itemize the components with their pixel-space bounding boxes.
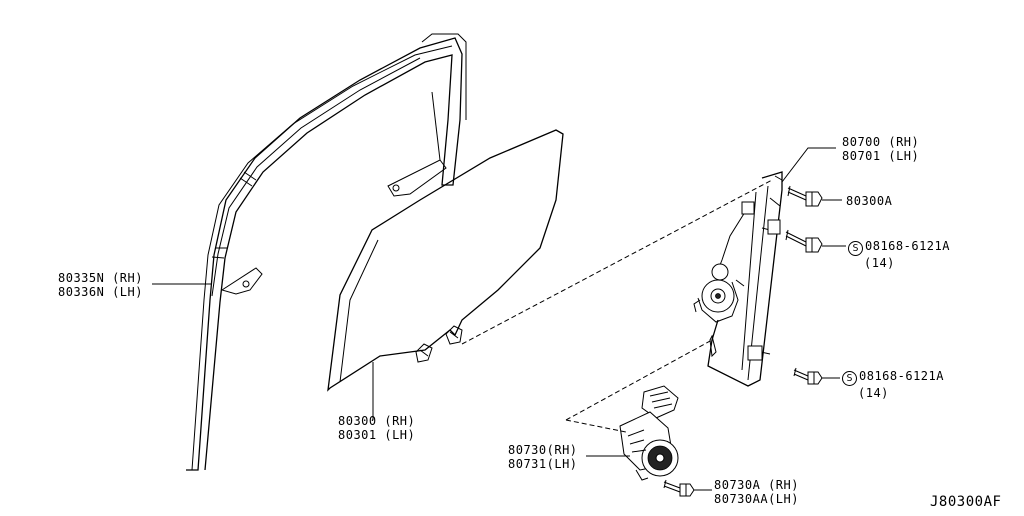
- label-motor-screw-lh: 80730AA(LH): [714, 492, 799, 506]
- assembly-line-glass: [461, 179, 773, 345]
- label-regulator-lh: 80701 (LH): [842, 149, 920, 163]
- regulator-motor-icon: [619, 385, 679, 481]
- label-motor: 80730(RH) 80731(LH): [508, 443, 578, 471]
- label-glass-rh: 80300 (RH): [338, 414, 416, 428]
- label-bolt-low-part: 08168-6121A: [859, 369, 944, 383]
- screw-icon: [663, 479, 695, 497]
- bolt-mid-icon: [785, 229, 823, 253]
- door-glass-icon: [327, 129, 564, 392]
- label-motor-screw: 80730A (RH) 80730AA(LH): [714, 478, 799, 506]
- label-bolt-mid-part: 08168-6121A: [865, 239, 950, 253]
- assembly-line-motor: [565, 339, 713, 421]
- bolt-low-icon: [793, 367, 823, 385]
- label-glass: 80300 (RH) 80301 (LH): [338, 414, 415, 442]
- label-motor-lh: 80731(LH): [508, 457, 578, 471]
- label-regulator-rh: 80700 (RH): [842, 135, 920, 149]
- leader-regulator: [781, 147, 836, 183]
- label-bolt-top: 80300A: [846, 194, 893, 208]
- window-regulator-icon: [693, 171, 783, 387]
- label-sash: 80335N (RH) 80336N (LH): [58, 271, 143, 299]
- standard-part-s-icon: S: [848, 241, 863, 256]
- label-bolt-low-qty: (14): [858, 386, 889, 400]
- label-motor-rh: 80730(RH): [508, 443, 578, 457]
- label-glass-lh: 80301 (LH): [338, 428, 416, 442]
- label-motor-screw-rh: 80730A (RH): [714, 478, 799, 492]
- standard-part-s-icon: S: [842, 371, 857, 386]
- assembly-line-motor-2: [565, 419, 627, 433]
- diagram-reference-code: J80300AF: [930, 494, 1002, 510]
- label-sash-lh: 80336N (LH): [58, 285, 143, 299]
- label-bolt-mid-qty: (14): [864, 256, 895, 270]
- label-regulator: 80700 (RH) 80701 (LH): [842, 135, 919, 163]
- label-sash-rh: 80335N (RH): [58, 271, 143, 285]
- bolt-top-icon: [787, 185, 823, 207]
- window-sash-frame-icon: [186, 33, 467, 471]
